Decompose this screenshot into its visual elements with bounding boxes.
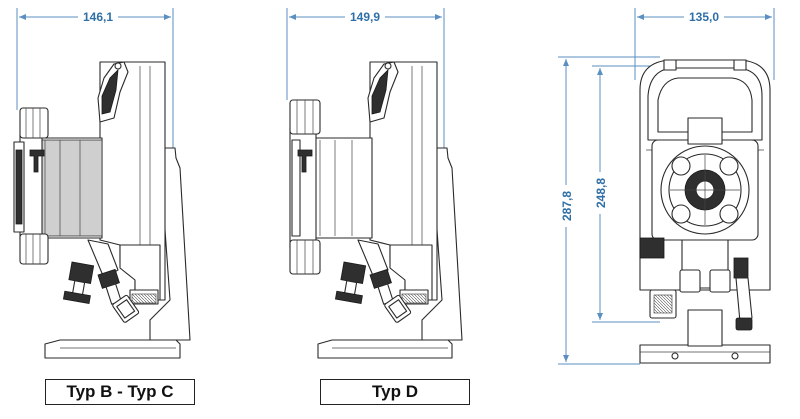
dimension-height-body: 248,8 [594,178,608,208]
dimension-height-total: 287,8 [560,191,574,221]
side-view-typ-bc: 146,1 [13,8,191,359]
dimension-width-d: 149,9 [350,10,380,24]
label-typ-d: Typ D [320,379,470,405]
front-view: 135,0 287,8 248,8 [556,8,775,365]
dimension-width-front: 135,0 [689,10,719,24]
label-typ-bc: Typ B - Typ C [45,379,195,405]
dimension-width-bc: 146,1 [83,10,113,24]
side-view-typ-d: 149,9 [286,8,463,359]
